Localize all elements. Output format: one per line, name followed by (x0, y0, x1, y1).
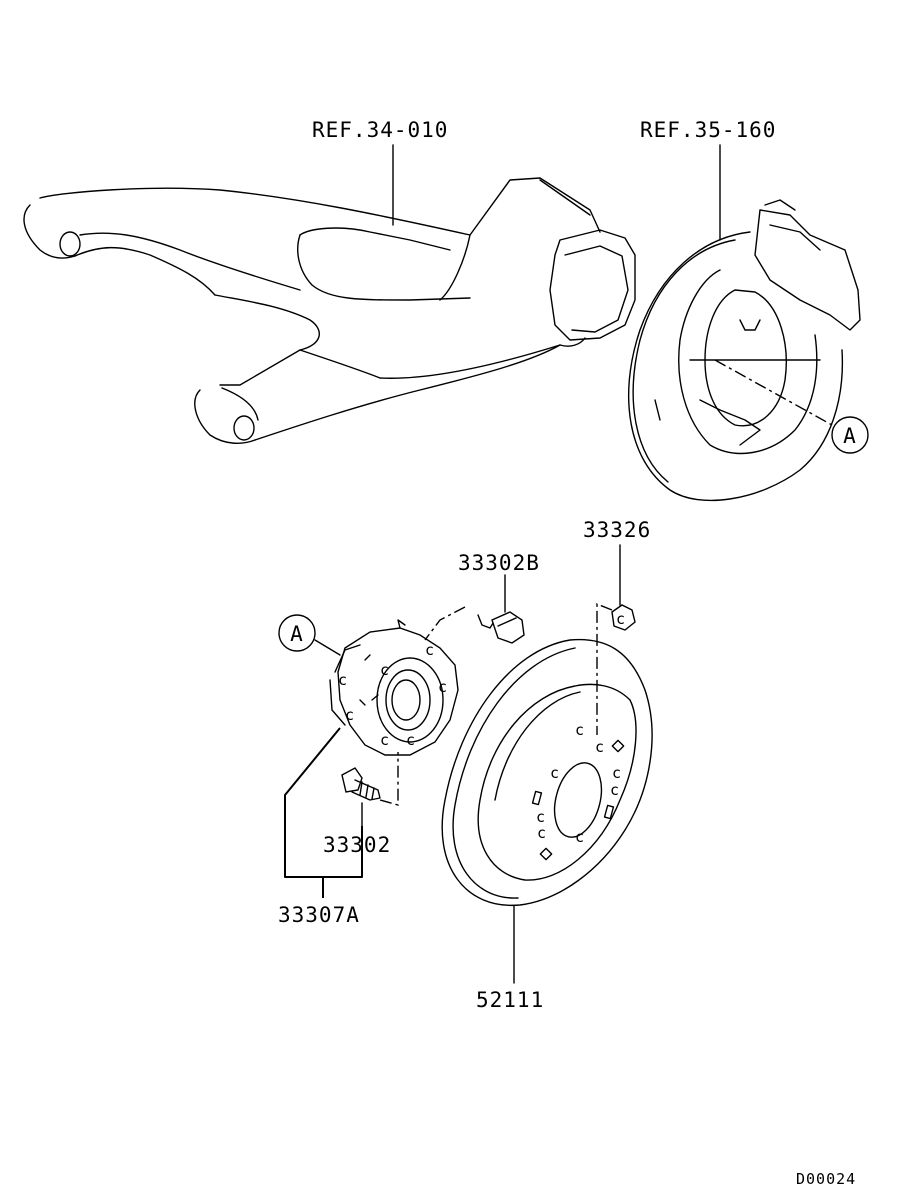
hub-bearing: c c c c c c c (329, 619, 459, 756)
svg-text:c: c (575, 828, 585, 846)
svg-text:c: c (406, 731, 416, 749)
drawing-code: D00024 (796, 1170, 856, 1187)
part-33326-label: 33326 (583, 518, 651, 542)
nut-33326: c (611, 604, 636, 631)
svg-text:c: c (610, 781, 620, 799)
dash-33302 (379, 752, 399, 806)
callout-a-top-label: A (843, 424, 857, 448)
backing-plate (627, 199, 861, 502)
svg-text:c: c (380, 661, 390, 679)
ref-backing-label: REF.35-160 (640, 118, 776, 142)
svg-text:c: c (438, 678, 448, 696)
svg-text:c: c (345, 706, 355, 724)
svg-text:c: c (595, 738, 605, 756)
part-33307a-label: 33307A (278, 903, 360, 927)
dash-33302b (424, 606, 466, 641)
part-33302-label: 33302 (323, 833, 391, 857)
part-33302b-label: 33302B (458, 551, 540, 575)
brake-disc: c c c c c c c c (441, 638, 653, 907)
dash-33326 (596, 602, 613, 735)
ref-arm-label: REF.34-010 (312, 118, 448, 142)
part-52111-label: 52111 (476, 988, 544, 1012)
svg-text:c: c (338, 671, 348, 689)
svg-text:c: c (537, 824, 547, 842)
hub-bolt-33302 (341, 767, 381, 801)
svg-text:c: c (575, 721, 585, 739)
leader-33307a (284, 727, 363, 878)
callout-a-left-circle (278, 614, 316, 652)
svg-text:c: c (550, 764, 560, 782)
svg-text:c: c (380, 731, 390, 749)
hub-bolt-33302b (477, 611, 525, 644)
svg-text:c: c (536, 808, 546, 826)
trailing-arm (23, 177, 636, 444)
svg-text:c: c (616, 610, 626, 628)
leader-callout-a-left (314, 639, 341, 656)
svg-text:c: c (612, 764, 622, 782)
callout-a-top-circle (831, 416, 869, 454)
svg-text:c: c (425, 641, 435, 659)
callout-a-left-label: A (290, 622, 304, 646)
